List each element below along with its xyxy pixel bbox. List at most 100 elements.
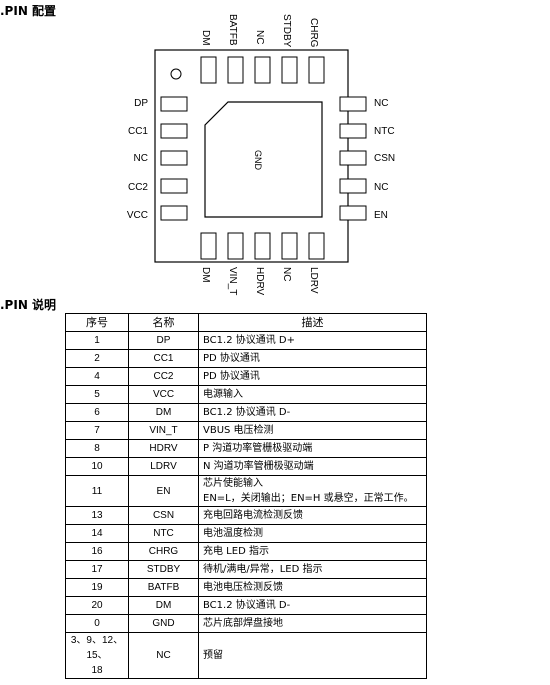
pin-no: 0 [65, 614, 129, 633]
table-header-row: 序号 名称 描述 [65, 313, 427, 332]
pin-desc: BC1.2 协议通讯 D- [198, 403, 427, 422]
pin-label-right-3: CSN [374, 153, 396, 164]
pin-no: 17 [65, 560, 129, 579]
pin-name: VCC [128, 385, 199, 404]
pin-desc: 电源输入 [198, 385, 427, 404]
pin-desc: 电池温度检测 [198, 524, 427, 543]
pin-desc: 芯片底部焊盘接地 [198, 614, 427, 633]
pin-label-right-4: NC [374, 182, 389, 193]
pin-label-top-5: CHRG [308, 18, 319, 48]
pin-no: 19 [65, 578, 129, 597]
pin-pad-bottom-2 [227, 232, 244, 260]
pin-pad-right-4 [339, 178, 367, 194]
pin1-marker [170, 68, 182, 80]
pin-pad-right-2 [339, 123, 367, 139]
exposed-pad [204, 101, 323, 218]
pin-label-top-2: BATFB [227, 14, 238, 46]
pin-no: 20 [65, 596, 129, 615]
pin-no-line2: 18 [91, 665, 103, 676]
pin-no: 6 [65, 403, 129, 422]
pin-desc: BC1.2 协议通讯 D- [198, 596, 427, 615]
pin-label-left-2: CC1 [127, 126, 148, 137]
pin-config-title: .PIN 配置 [0, 4, 57, 18]
pin-name: NTC [128, 524, 199, 543]
pin-no: 8 [65, 439, 129, 458]
pin-desc: 电池电压检测反馈 [198, 578, 427, 597]
pin-pad-bottom-5 [308, 232, 325, 260]
pin-label-top-3: NC [254, 30, 265, 45]
pin-name: BATFB [128, 578, 199, 597]
pin-name: DM [128, 403, 199, 422]
pin-name: GND [128, 614, 199, 633]
pin-pad-bottom-1 [200, 232, 217, 260]
pin-pad-right-3 [339, 150, 367, 166]
pin-pad-bottom-3 [254, 232, 271, 260]
pin-name: CC1 [128, 349, 199, 368]
pin-no: 10 [65, 457, 129, 476]
pin-pad-top-5 [308, 56, 325, 84]
pin-name: NC [128, 632, 199, 679]
pin-pad-left-5 [160, 205, 188, 221]
pin-name: CHRG [128, 542, 199, 561]
pin-no: 11 [65, 475, 129, 507]
header-desc: 描述 [198, 313, 427, 332]
pin-no: 2 [65, 349, 129, 368]
pin-pad-left-1 [160, 96, 188, 112]
pin-pad-left-3 [160, 150, 188, 166]
pin-name: DM [128, 596, 199, 615]
pin-pad-bottom-4 [281, 232, 298, 260]
pin-label-left-5: VCC [126, 210, 148, 221]
pin-pad-top-3 [254, 56, 271, 84]
pin-label-bottom-2: VIN_T [227, 267, 238, 296]
pin-label-left-4: CC2 [127, 182, 148, 193]
pin-label-left-3: NC [133, 153, 148, 164]
chip-package-diagram [154, 49, 367, 263]
pin-name: HDRV [128, 439, 199, 458]
pin-desc: VBUS 电压检测 [198, 421, 427, 440]
pin-label-right-5: EN [374, 210, 388, 221]
pin-no: 16 [65, 542, 129, 561]
pin-desc: P 沟道功率管栅极驱动端 [198, 439, 427, 458]
pin-name: CC2 [128, 367, 199, 386]
header-name: 名称 [128, 313, 199, 332]
pin-name: STDBY [128, 560, 199, 579]
pin-desc-title: .PIN 说明 [0, 298, 57, 312]
pin-no: 14 [65, 524, 129, 543]
pin-no: 13 [65, 506, 129, 525]
pin-desc: 充电 LED 指示 [198, 542, 427, 561]
pin-label-right-2: NTC [374, 126, 395, 137]
pin-pad-right-1 [339, 96, 367, 112]
pin-pad-top-2 [227, 56, 244, 84]
pin-name: CSN [128, 506, 199, 525]
exposed-pad-label: GND [253, 150, 263, 170]
pin-pad-top-4 [281, 56, 298, 84]
pin-desc: 预留 [198, 632, 427, 679]
pin-desc: 待机/满电/异常，LED 指示 [198, 560, 427, 579]
pin-pad-right-5 [339, 205, 367, 221]
pin-no-line1: 3、9、12、15、 [70, 635, 124, 661]
pin-no: 1 [65, 331, 129, 350]
pin-name: VIN_T [128, 421, 199, 440]
pin-name: LDRV [128, 457, 199, 476]
pin-label-bottom-1: DM [200, 267, 211, 283]
header-no: 序号 [65, 313, 129, 332]
pin-pad-top-1 [200, 56, 217, 84]
pin-pad-left-2 [160, 123, 188, 139]
